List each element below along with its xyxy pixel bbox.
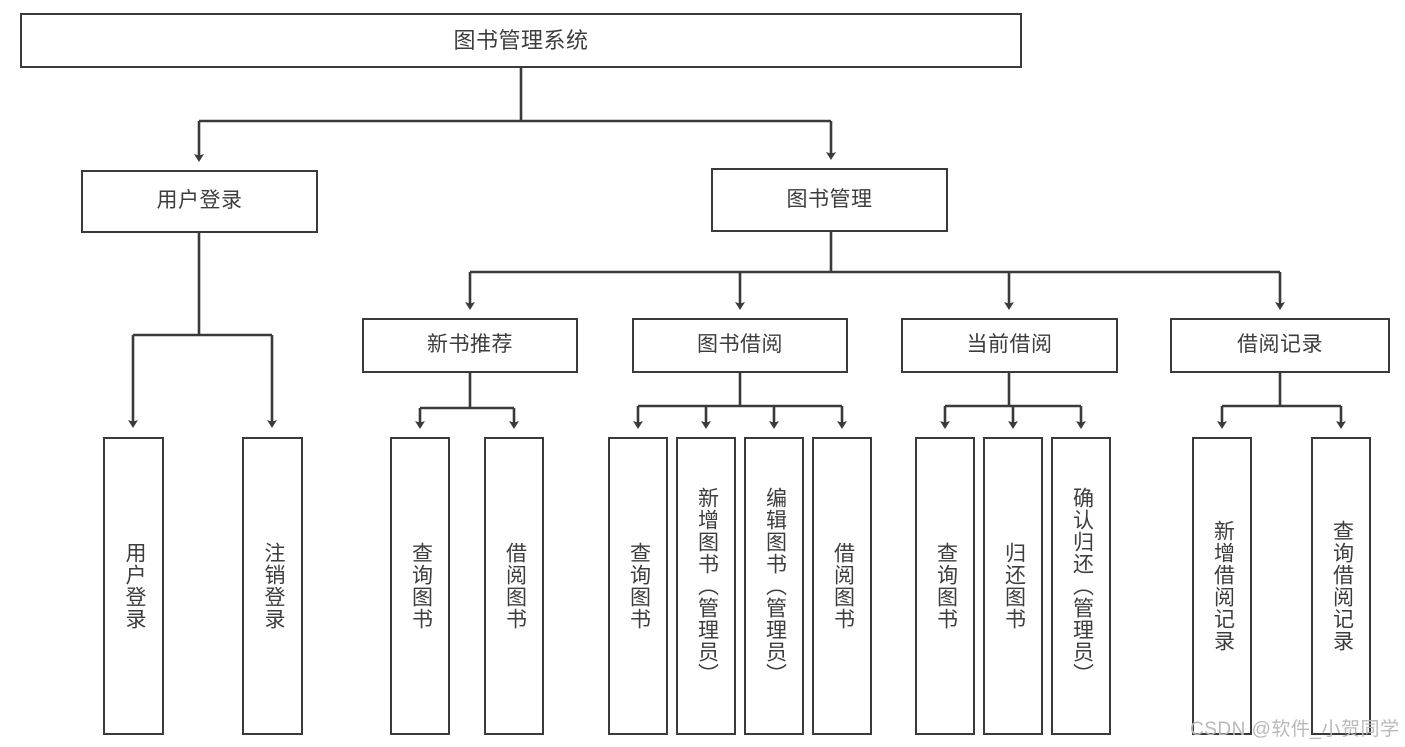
node-leaf-query-borrow-record[interactable]: 查询借阅记录: [1311, 437, 1371, 735]
node-leaf-return-book[interactable]: 归还图书: [983, 437, 1043, 735]
node-leaf-add-book-admin[interactable]: 新增图书（管理员）: [676, 437, 736, 735]
node-user-login[interactable]: 用户登录: [81, 170, 318, 233]
node-label: 借阅记录: [1237, 333, 1323, 357]
node-label: 借阅图书: [831, 542, 855, 630]
node-leaf-query-book-2[interactable]: 查询图书: [608, 437, 668, 735]
node-leaf-user-login[interactable]: 用户登录: [103, 437, 164, 735]
node-label: 查询借阅记录: [1330, 520, 1354, 652]
node-label: 确认归还（管理员）: [1070, 487, 1094, 685]
node-book-manage[interactable]: 图书管理: [711, 168, 948, 232]
node-label: 用户登录: [156, 189, 243, 213]
node-label: 图书管理: [786, 187, 873, 211]
node-label: 图书管理系统: [453, 27, 589, 53]
node-label: 用户登录: [122, 542, 146, 630]
node-leaf-user-logout[interactable]: 注销登录: [242, 437, 303, 735]
node-label: 新增图书（管理员）: [695, 487, 719, 685]
watermark-text: CSDN @软件_小贺同学: [1190, 719, 1400, 740]
node-label: 当前借阅: [966, 333, 1053, 357]
node-leaf-add-borrow-record[interactable]: 新增借阅记录: [1192, 437, 1252, 735]
node-label: 查询图书: [934, 542, 958, 630]
node-new-book-recommend[interactable]: 新书推荐: [362, 318, 578, 373]
node-root-system[interactable]: 图书管理系统: [20, 13, 1022, 68]
node-label: 查询图书: [627, 542, 651, 630]
node-label: 图书借阅: [697, 333, 783, 357]
node-label: 归还图书: [1002, 542, 1026, 630]
node-leaf-edit-book-admin[interactable]: 编辑图书（管理员）: [744, 437, 804, 735]
node-current-borrow[interactable]: 当前借阅: [901, 318, 1118, 373]
node-leaf-query-book-3[interactable]: 查询图书: [915, 437, 975, 735]
node-leaf-query-book-1[interactable]: 查询图书: [390, 437, 450, 735]
node-label: 新书推荐: [427, 333, 513, 357]
node-book-borrow[interactable]: 图书借阅: [632, 318, 848, 373]
node-leaf-borrow-book-1[interactable]: 借阅图书: [484, 437, 544, 735]
node-label: 注销登录: [261, 542, 285, 630]
node-label: 借阅图书: [503, 542, 527, 630]
node-label: 编辑图书（管理员）: [763, 487, 787, 685]
node-label: 查询图书: [409, 542, 433, 630]
node-label: 新增借阅记录: [1211, 520, 1235, 652]
node-leaf-borrow-book-2[interactable]: 借阅图书: [812, 437, 872, 735]
node-borrow-record[interactable]: 借阅记录: [1170, 318, 1390, 373]
node-leaf-confirm-return-admin[interactable]: 确认归还（管理员）: [1051, 437, 1111, 735]
